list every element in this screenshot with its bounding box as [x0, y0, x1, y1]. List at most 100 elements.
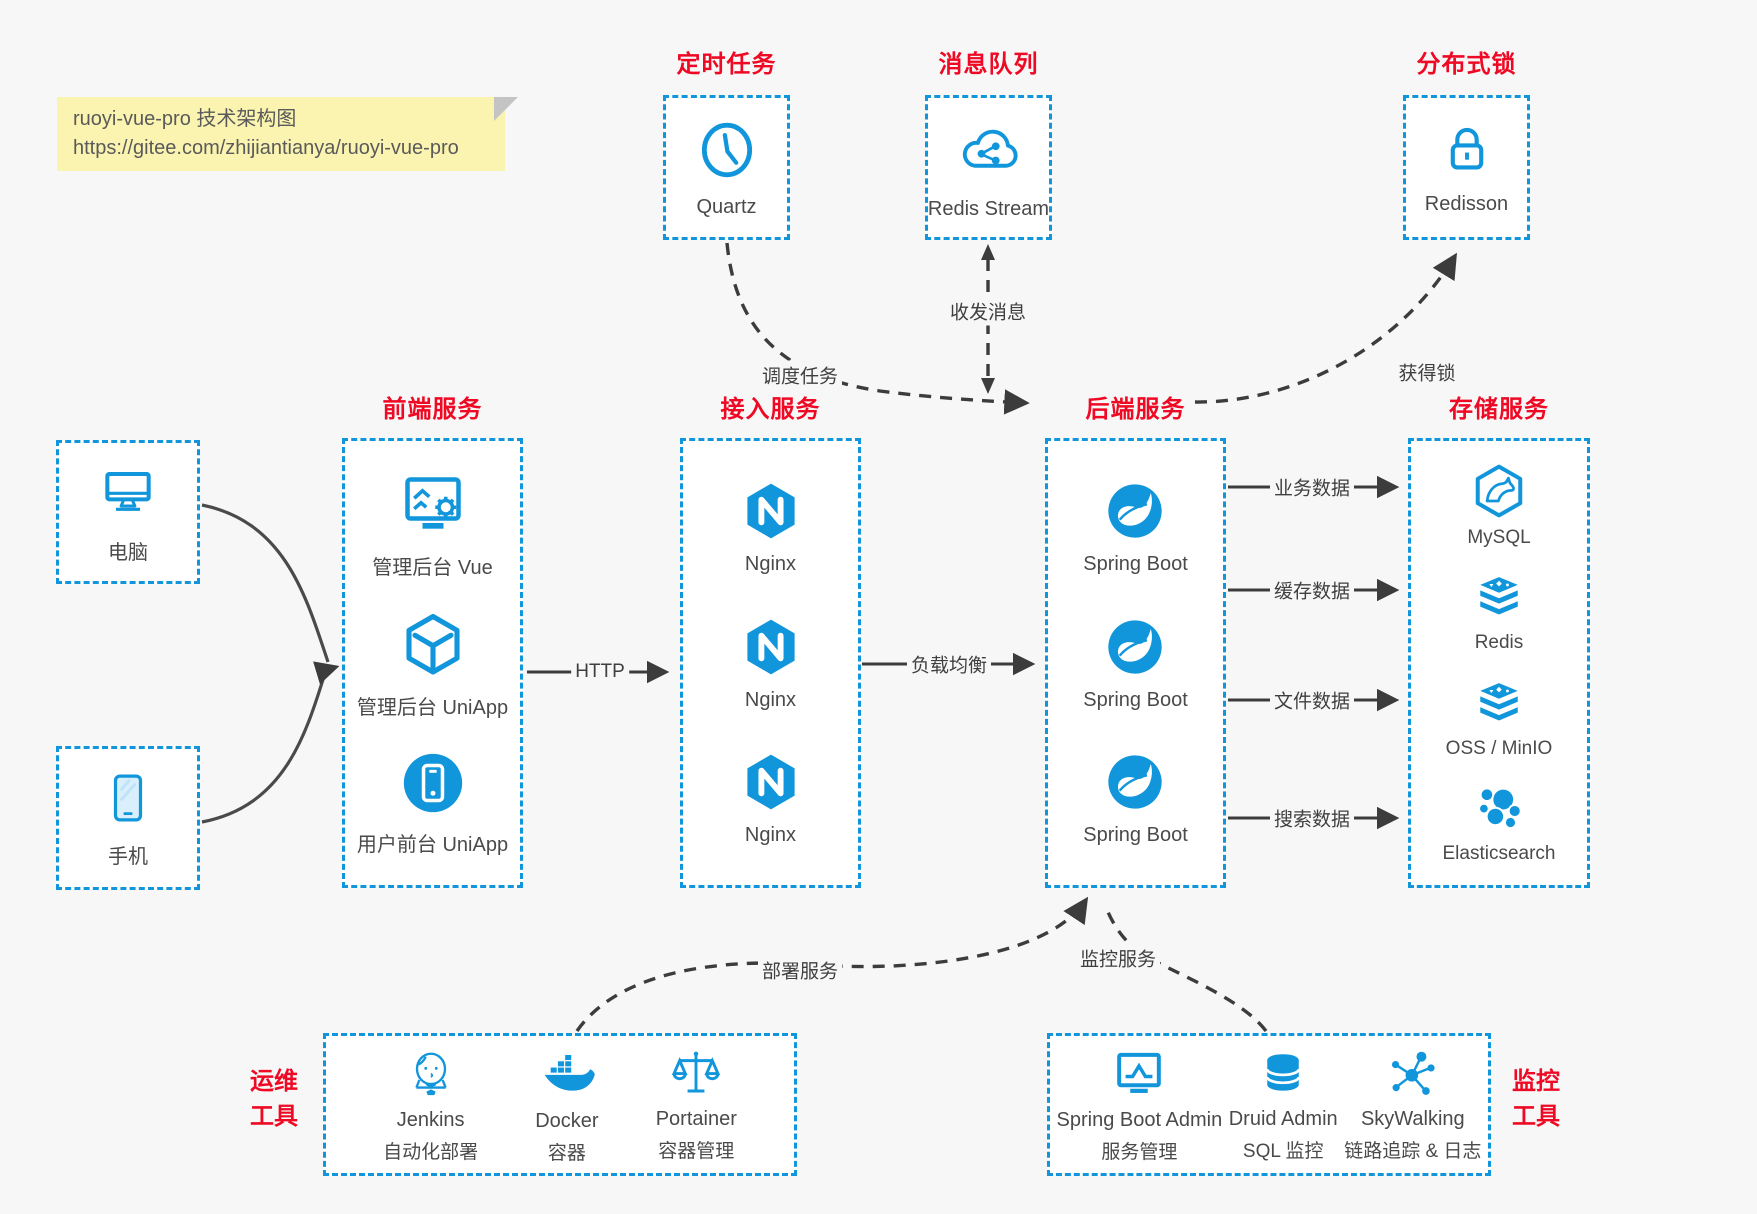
skywalking-icon [1386, 1046, 1440, 1100]
sba-name: Spring Boot Admin [1056, 1109, 1223, 1131]
gateway-item-nginx-1: Nginx [739, 479, 803, 576]
elasticsearch-label: Elasticsearch [1442, 843, 1556, 865]
edge-label-monitor-service: 监控服务 [1075, 943, 1161, 973]
ops-item-jenkins: Jenkins 自动化部署 [383, 1045, 478, 1164]
spring-boot-icon [1103, 615, 1167, 679]
admin-uniapp-label: 管理后台 UniApp [356, 696, 509, 719]
edge-label-schedule-task: 调度任务 [757, 360, 843, 390]
storage-item-mysql: MySQL [1467, 461, 1531, 549]
edge-label-load-balance: 负载均衡 [906, 649, 992, 679]
user-uniapp-icon [398, 748, 468, 818]
note-url: https://gitee.com/zhijiantianya/ruoyi-vu… [73, 137, 459, 159]
mq-box: Redis Stream [925, 95, 1052, 240]
portainer-name: Portainer [655, 1108, 737, 1130]
redis-label: Redis [1474, 632, 1524, 654]
backend-item-springboot-1: Spring Boot [1083, 479, 1188, 576]
gateway-item-nginx-3: Nginx [739, 750, 803, 847]
druid-desc: SQL 监控 [1242, 1141, 1324, 1162]
scheduler-item-label: Quartz [696, 196, 757, 218]
ops-item-portainer: Portainer 容器管理 [656, 1046, 737, 1163]
note-title: ruoyi-vue-pro 技术架构图 [73, 108, 297, 130]
nginx-icon [739, 750, 803, 814]
docker-name: Docker [535, 1110, 599, 1132]
monitor-tools-box: Spring Boot Admin 服务管理 Druid Admin SQL 监… [1047, 1033, 1491, 1176]
nginx-label: Nginx [744, 553, 797, 576]
edge-label-deploy-service: 部署服务 [757, 955, 843, 985]
elasticsearch-icon [1470, 779, 1528, 837]
backend-item-springboot-2: Spring Boot [1083, 615, 1188, 712]
springboot-label: Spring Boot [1083, 823, 1188, 846]
oss-minio-label: OSS / MinIO [1445, 737, 1553, 759]
redis-icon [1470, 568, 1528, 626]
jenkins-name: Jenkins [396, 1109, 465, 1131]
portainer-desc: 容器管理 [658, 1141, 735, 1162]
monitor-item-spring-boot-admin: Spring Boot Admin 服务管理 [1056, 1045, 1223, 1164]
nginx-label: Nginx [744, 823, 797, 846]
client-computer-box: 电脑 [56, 440, 200, 584]
spring-boot-admin-icon [1111, 1045, 1167, 1101]
monitor-tools-title: 监控 工具 [1498, 1064, 1574, 1134]
edge-label-file-data: 文件数据 [1269, 685, 1355, 715]
monitor-item-skywalking: SkyWalking 链路追踪 & 日志 [1344, 1046, 1481, 1163]
frontend-item-admin-uniapp: 管理后台 UniApp [357, 609, 508, 720]
distributed-lock-box: Redisson [1403, 95, 1530, 240]
frontend-box: 管理后台 Vue 管理后台 UniApp 用户前台 UniApp [342, 438, 523, 888]
note-fold-corner [494, 97, 518, 121]
storage-box: MySQL Redis OSS / MinIO Elasticsearch [1408, 438, 1590, 888]
scheduler-title: 定时任务 [676, 51, 777, 78]
mysql-icon [1469, 461, 1529, 521]
edge-label-send-receive-message: 收发消息 [945, 296, 1031, 326]
ops-tools-box: Jenkins 自动化部署 Docker 容器 Portainer 容器管理 [323, 1033, 797, 1176]
ops-title-line1: 运维 [250, 1068, 298, 1095]
jenkins-icon [403, 1045, 459, 1101]
skywalking-name: SkyWalking [1360, 1108, 1465, 1130]
storage-item-oss-minio: OSS / MinIO [1445, 674, 1553, 760]
computer-monitor-icon [96, 460, 160, 524]
ops-tools-title: 运维 工具 [236, 1064, 312, 1134]
scheduler-box: Quartz [663, 95, 790, 240]
skywalking-desc: 链路追踪 & 日志 [1344, 1141, 1482, 1162]
springboot-label: Spring Boot [1083, 688, 1188, 711]
user-uniapp-label: 用户前台 UniApp [356, 833, 509, 856]
docker-icon [538, 1044, 596, 1102]
lock-item-label: Redisson [1424, 193, 1509, 215]
edge-label-search-data: 搜索数据 [1269, 803, 1355, 833]
gateway-title: 接入服务 [720, 396, 821, 423]
clock-icon [693, 116, 761, 184]
monitor-item-druid: Druid Admin SQL 监控 [1229, 1046, 1338, 1163]
edge-label-business-data: 业务数据 [1269, 472, 1355, 502]
spring-boot-icon [1103, 479, 1167, 543]
phone-label: 手机 [108, 845, 148, 868]
admin-vue-label: 管理后台 Vue [372, 557, 493, 580]
edge-label-cache-data: 缓存数据 [1269, 575, 1355, 605]
lock-icon [1436, 119, 1498, 181]
client-to-frontend-arrows [201, 503, 340, 824]
mobile-phone-icon [98, 768, 158, 828]
storage-item-redis: Redis [1470, 568, 1528, 654]
springboot-label: Spring Boot [1083, 553, 1188, 576]
frontend-item-user-uniapp: 用户前台 UniApp [357, 748, 508, 857]
nginx-icon [739, 615, 803, 679]
spring-boot-icon [1103, 750, 1167, 814]
cloud-share-icon [953, 114, 1025, 186]
client-phone-box: 手机 [56, 746, 200, 890]
gateway-box: Nginx Nginx Nginx [680, 438, 861, 888]
computer-label: 电脑 [108, 541, 148, 564]
frontend-title: 前端服务 [382, 396, 483, 423]
sba-desc: 服务管理 [1101, 1142, 1178, 1163]
ops-title-line2: 工具 [250, 1103, 298, 1130]
monitor-title-line1: 监控 [1512, 1068, 1560, 1095]
backend-title: 后端服务 [1085, 396, 1186, 423]
nginx-icon [739, 479, 803, 543]
backend-box: Spring Boot Spring Boot Spring Boot [1045, 438, 1226, 888]
mq-title: 消息队列 [938, 51, 1039, 78]
jenkins-desc: 自动化部署 [383, 1142, 479, 1163]
admin-vue-icon [397, 469, 469, 541]
gateway-item-nginx-2: Nginx [739, 615, 803, 712]
storage-item-elasticsearch: Elasticsearch [1443, 779, 1556, 865]
backend-item-springboot-3: Spring Boot [1083, 750, 1188, 847]
docker-desc: 容器 [547, 1143, 586, 1164]
mysql-label: MySQL [1467, 526, 1531, 548]
storage-title: 存储服务 [1449, 396, 1549, 423]
